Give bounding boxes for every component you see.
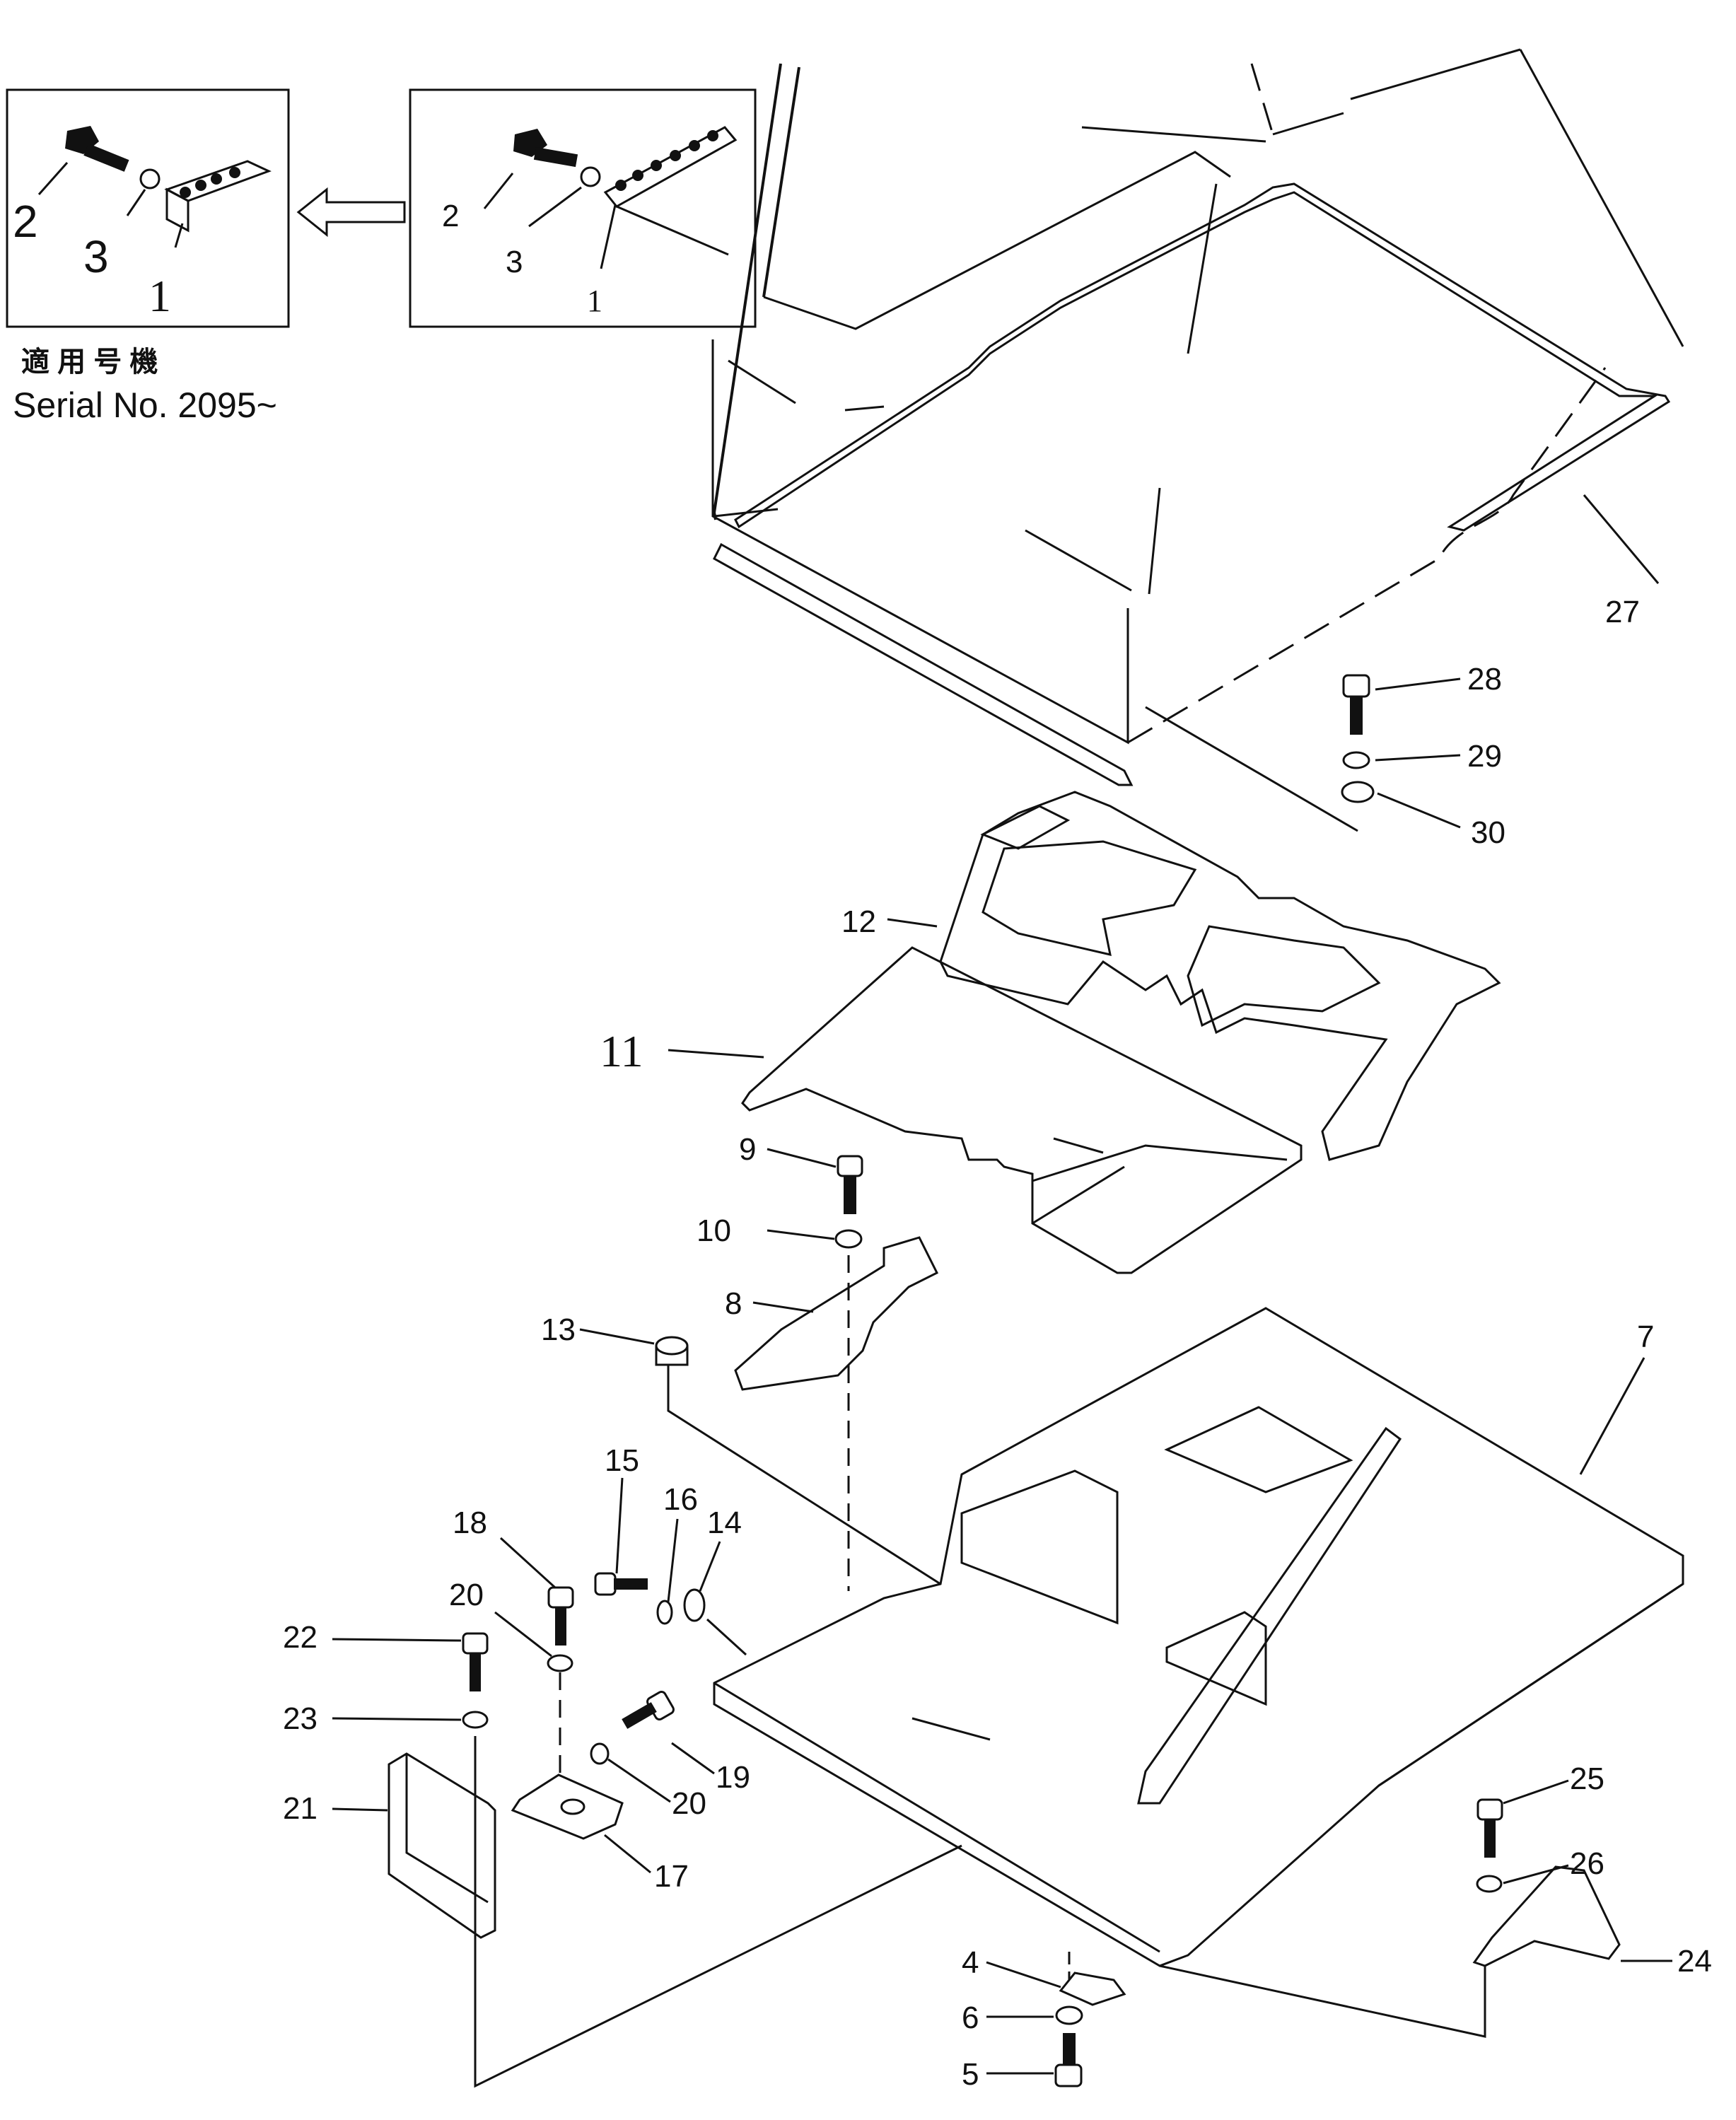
callout-label: 30 — [1471, 815, 1505, 850]
callout-label: 15 — [605, 1443, 639, 1478]
bolt-25-icon — [1476, 1798, 1503, 1858]
inset-right-bolt-icon — [513, 129, 578, 168]
callout-label: 2 — [442, 199, 459, 233]
callout-label: 9 — [739, 1132, 756, 1167]
bolt-28-icon — [1342, 674, 1370, 735]
inset-right-washer-icon — [580, 166, 601, 187]
inset-arrow — [296, 187, 406, 238]
callout-label: 29 — [1467, 739, 1502, 774]
callout-label: 2 — [13, 196, 38, 247]
callout-label: 20 — [449, 1578, 484, 1612]
callout-label: 16 — [663, 1482, 698, 1517]
washer-20a-icon — [547, 1654, 573, 1672]
washer-26-icon — [1476, 1875, 1503, 1893]
callout-label: 1 — [587, 284, 602, 318]
inset-serial-label: Serial No. 2095~ — [13, 385, 277, 425]
callout-label: 14 — [707, 1505, 742, 1540]
callout-label: 20 — [672, 1786, 706, 1821]
callout-label: 3 — [83, 231, 109, 282]
callout-label: 8 — [725, 1286, 742, 1321]
callout-label: 17 — [654, 1859, 689, 1894]
bolt-22-icon — [462, 1632, 489, 1691]
callout-label: 11 — [600, 1026, 643, 1076]
inset-right-box — [409, 88, 757, 328]
bracket-21 — [388, 1752, 496, 1939]
callout-label: 26 — [1570, 1846, 1604, 1881]
callout-label: 1 — [148, 271, 171, 321]
seal-strip-27 — [713, 182, 1671, 786]
inset-right-bracket-icon — [603, 126, 738, 208]
callout-label: 24 — [1677, 1944, 1712, 1979]
floor-frame-7 — [713, 1307, 1684, 1967]
inset-left-bolt-icon — [65, 126, 129, 172]
washer-20b-icon — [590, 1742, 610, 1765]
callout-label: 23 — [283, 1701, 318, 1736]
inset-left-box — [6, 88, 290, 328]
bolt-19-icon — [622, 1690, 675, 1729]
washer-6-icon — [1055, 2005, 1083, 2025]
washer-10-icon — [834, 1229, 863, 1249]
inset-left-washer-icon — [139, 168, 161, 190]
washer-23-icon — [462, 1711, 489, 1729]
callout-label: 5 — [962, 2057, 979, 2092]
washer-30-icon — [1341, 781, 1375, 803]
callout-label: 25 — [1570, 1761, 1604, 1796]
bracket-24 — [1472, 1865, 1621, 1967]
floor-mat-11 — [741, 946, 1303, 1274]
bolt-9-icon — [837, 1155, 863, 1214]
callout-label: 13 — [541, 1312, 576, 1347]
plate-8 — [734, 1236, 939, 1391]
callout-label: 6 — [962, 2000, 979, 2035]
leader-lines — [332, 494, 1672, 2075]
gasket-14-icon — [683, 1588, 706, 1622]
callout-label: 7 — [1637, 1320, 1654, 1354]
inset-left-bracket-icon — [164, 160, 272, 233]
cap-13-icon — [655, 1336, 689, 1366]
callout-label: 18 — [453, 1505, 487, 1540]
washer-29-icon — [1342, 751, 1370, 769]
callout-label: 10 — [697, 1213, 731, 1248]
bracket-17 — [511, 1774, 624, 1840]
inset-applicable-model-label: 適 用 号 機 — [21, 346, 158, 378]
bracket-4 — [1059, 1972, 1126, 2006]
callout-label: 19 — [716, 1760, 750, 1795]
callout-label: 12 — [841, 904, 876, 939]
bolt-5-icon — [1054, 2033, 1083, 2087]
callout-label: 21 — [283, 1791, 318, 1826]
floor-mat-12 — [939, 791, 1501, 1161]
bolt-15-icon — [594, 1572, 648, 1596]
callout-label: 4 — [962, 1945, 979, 1980]
callout-label: 3 — [506, 245, 523, 279]
washer-16-icon — [656, 1600, 673, 1625]
bolt-18-icon — [547, 1586, 574, 1646]
callout-label: 22 — [283, 1620, 318, 1655]
callout-label: 28 — [1467, 662, 1502, 697]
callout-label: 27 — [1605, 595, 1640, 629]
